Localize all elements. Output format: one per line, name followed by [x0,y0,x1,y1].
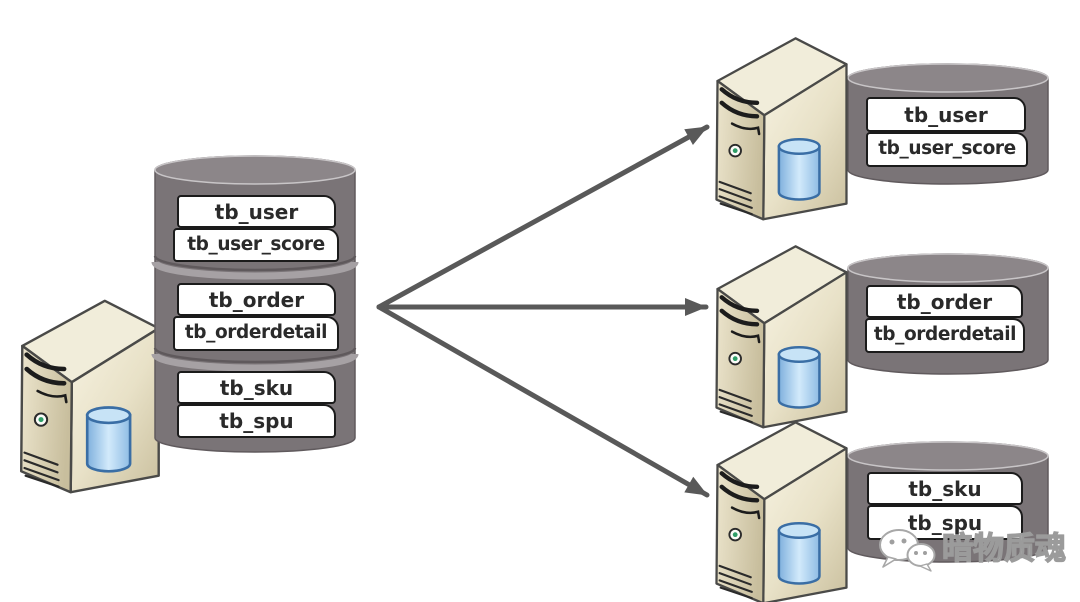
arrow-to-shard-3 [376,304,710,498]
shard2-table-tb-order: tb_order [866,285,1023,318]
wechat-icon [879,529,936,572]
shard1-table-tb-user: tb_user [866,97,1026,132]
shard3-server-icon [716,422,846,602]
source-table-tb-order: tb_order [177,283,336,316]
shard2-table-tb-orderdetail: tb_orderdetail [865,318,1025,353]
source-table-tb-user: tb_user [177,195,336,228]
shard1-table-tb-user-score: tb_user_score [866,132,1028,167]
source-server-icon [21,301,159,492]
arrow-to-shard-1 [376,124,710,310]
shard3-table-tb-sku: tb_sku [867,472,1023,505]
shard2-server-icon [716,246,846,427]
watermark-text: 暗物质魂 [941,531,1066,568]
source-table-tb-sku: tb_sku [177,371,336,404]
shard1-server-icon [716,38,846,219]
source-table-tb-spu: tb_spu [177,404,336,438]
fan-out-arrows [376,124,710,498]
watermark: 暗物质魂 [876,528,1067,572]
source-table-tb-orderdetail: tb_orderdetail [173,316,339,351]
source-table-tb-user-score: tb_user_score [173,228,339,262]
